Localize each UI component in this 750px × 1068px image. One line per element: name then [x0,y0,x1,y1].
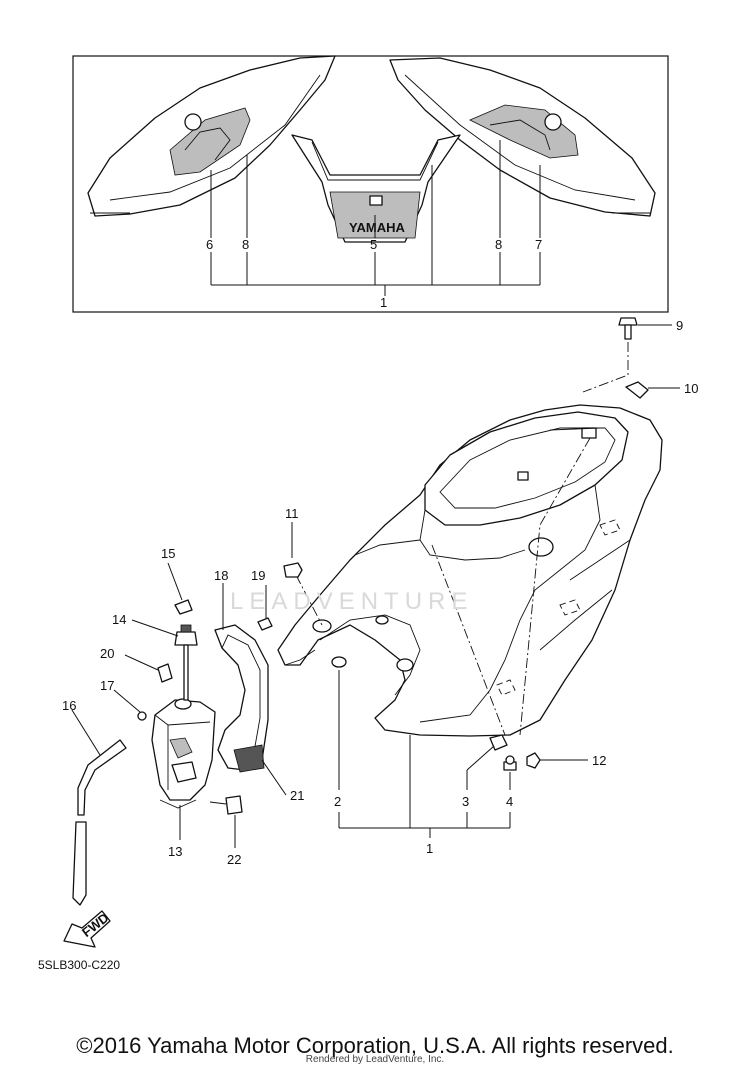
callout-1-top: 1 [380,295,387,310]
reservoir-tank-13[interactable] [151,698,216,840]
axis-line-11 [295,574,323,626]
nut-3[interactable] [466,734,508,790]
inset-leaders [210,140,541,296]
clip-20[interactable] [124,654,173,683]
callout-18: 18 [214,568,228,583]
callout-5: 5 [370,237,377,252]
hose-16[interactable] [71,709,127,906]
screw-19[interactable] [257,585,273,631]
callout-13: 13 [168,844,182,859]
fwd-label: FWD [79,910,112,940]
bolt-22[interactable] [209,795,243,848]
reservoir-cap-14[interactable] [131,619,198,701]
callout-6: 6 [206,237,213,252]
rivet-4[interactable] [503,755,517,790]
side-cover-18[interactable] [214,583,269,773]
callout-8-left: 8 [242,237,249,252]
callout-2: 2 [334,794,341,809]
copyright-notice: ©2016 Yamaha Motor Corporation, U.S.A. A… [76,1033,674,1058]
callout-16: 16 [62,698,76,713]
callout-3: 3 [462,794,469,809]
callout-8-right: 8 [495,237,502,252]
callout-17: 17 [100,678,114,693]
side-cover-left-inset[interactable] [87,55,336,217]
screw-9[interactable] [618,317,672,340]
callout-10: 10 [684,381,698,396]
tail-cover-inset[interactable] [291,134,461,243]
nut-10[interactable] [625,381,680,399]
leader-21 [261,759,287,796]
callout-11: 11 [285,506,299,521]
fwd-arrow [63,910,111,948]
watermark: LEADVENTURE [230,588,474,615]
callout-9: 9 [676,318,683,333]
yamaha-logo-text: YAMAHA [349,220,405,235]
side-cover-right-inset[interactable] [389,57,656,217]
grommet-11[interactable] [283,522,303,578]
callout-21: 21 [290,788,304,803]
damper-2[interactable] [331,656,347,790]
callout-22: 22 [227,852,241,867]
callout-12: 12 [592,753,606,768]
seat-cowl-assembly[interactable] [277,404,663,737]
axis-line-9-10 [582,342,629,393]
bracket-lines-bottom-right [338,735,511,838]
callout-7: 7 [535,237,542,252]
axis-line-rear [519,437,591,736]
axis-line-center [431,544,506,736]
callout-14: 14 [112,612,126,627]
callout-4: 4 [506,794,513,809]
callout-20: 20 [100,646,114,661]
callout-19: 19 [251,568,265,583]
screw-12[interactable] [526,752,588,769]
drawing-code: 5SLB300-C220 [38,958,121,972]
callout-15: 15 [161,546,175,561]
hose-15[interactable] [167,562,193,615]
callout-1-bottom: 1 [426,841,433,856]
clamp-17[interactable] [113,689,147,721]
render-credit: Rendered by LeadVenture, Inc. [305,1054,445,1065]
inset-frame [72,55,669,313]
